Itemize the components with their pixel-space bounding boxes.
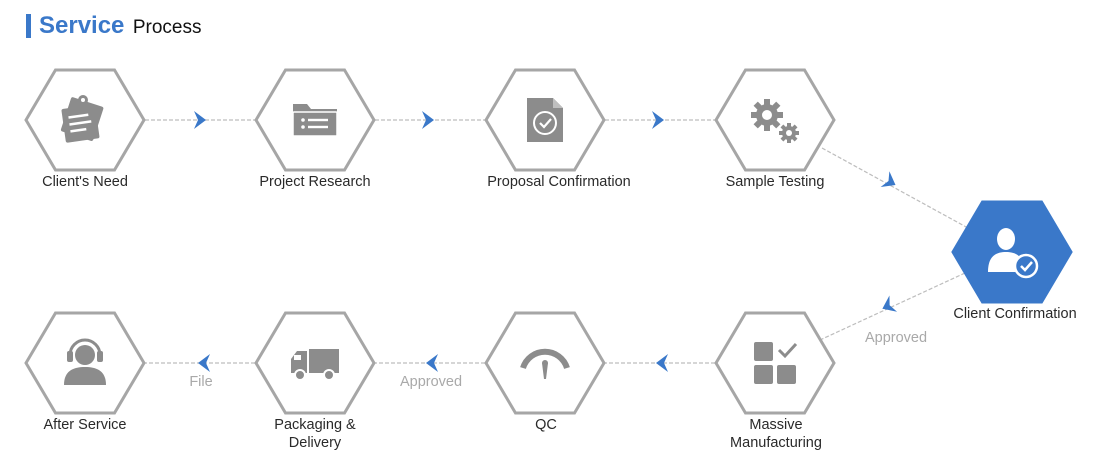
- title-accent-bar: [26, 14, 31, 38]
- user-check-icon: [988, 228, 1039, 279]
- step-label-packaging-delivery: Packaging & Delivery: [274, 416, 355, 452]
- connector-4: [821, 147, 969, 229]
- edge-label-file: File: [189, 374, 213, 390]
- step-client-confirmation: [951, 200, 1073, 304]
- step-sample-testing: [714, 68, 836, 172]
- step-packaging-delivery: [254, 311, 376, 415]
- page-title-main: Service: [39, 12, 125, 39]
- document-check-icon: [527, 98, 563, 142]
- step-after-service: [24, 311, 146, 415]
- step-label-massive-manufacturing-line2: Manufacturing: [730, 435, 822, 451]
- step-label-proposal-confirmation: Proposal Confirmation: [487, 174, 631, 190]
- step-label-client-confirmation: Client Confirmation: [953, 306, 1077, 322]
- edge-label-qc-approved: Approved: [399, 374, 463, 390]
- step-label-after-service: After Service: [43, 417, 127, 433]
- gauge-icon: [520, 348, 570, 379]
- step-proposal-confirmation: [484, 68, 606, 172]
- step-label-massive-manufacturing-line1: Massive: [749, 417, 803, 433]
- step-label-packaging-delivery-line2: Delivery: [288, 435, 342, 451]
- step-label-massive-manufacturing: Massive Manufacturing: [730, 416, 822, 452]
- page-title: Service Process: [39, 11, 202, 44]
- truck-icon: [291, 349, 339, 381]
- edge-label-client-approved: Approved: [864, 330, 928, 346]
- clipboard-note-icon: [60, 95, 104, 143]
- step-label-qc: QC: [535, 417, 557, 433]
- connector-5: [819, 272, 966, 341]
- page-title-sub: Process: [132, 17, 202, 38]
- step-qc: [484, 311, 606, 415]
- headset-user-icon: [64, 338, 106, 385]
- grid-check-icon: [754, 342, 798, 384]
- step-label-project-research: Project Research: [259, 174, 371, 190]
- step-label-sample-testing: Sample Testing: [725, 174, 825, 190]
- step-massive-manufacturing: [714, 311, 836, 415]
- step-project-research: [254, 68, 376, 172]
- step-clients-need: [24, 68, 146, 172]
- step-label-packaging-delivery-line1: Packaging &: [274, 417, 356, 433]
- arrow-left-icon: [198, 354, 210, 372]
- gears-icon: [751, 99, 799, 143]
- folder-list-icon: [292, 104, 338, 137]
- step-label-clients-need: Client's Need: [42, 174, 128, 190]
